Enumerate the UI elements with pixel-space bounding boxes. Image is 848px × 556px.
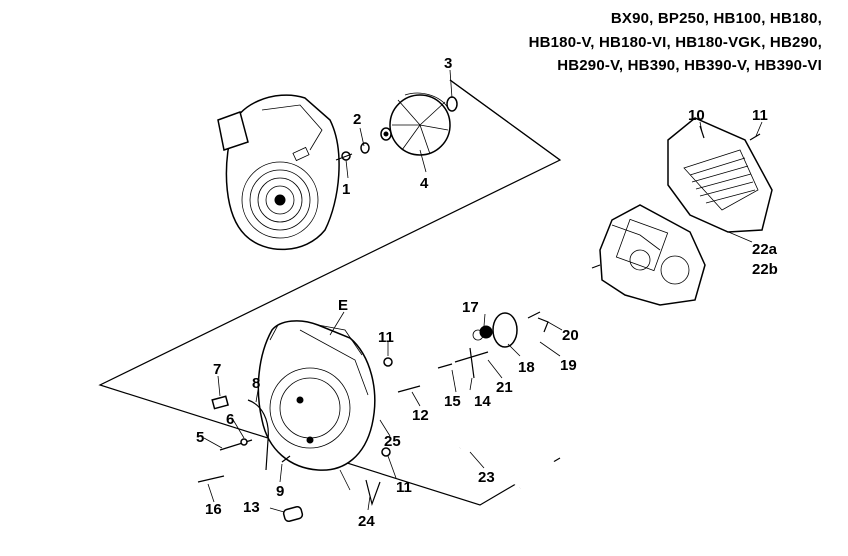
- callout-22a: 22a: [752, 241, 778, 258]
- fan-housing-cover: [257, 320, 376, 491]
- callout-19: 19: [560, 357, 577, 374]
- callout-10: 10: [688, 107, 705, 124]
- leader-lines: [203, 69, 763, 513]
- callout-2: 2: [353, 111, 361, 128]
- callout-E: E: [338, 297, 348, 314]
- callout-12: 12: [412, 407, 429, 424]
- callout-4: 4: [420, 175, 429, 192]
- callout-11-top: 11: [752, 107, 768, 124]
- callout-24: 24: [358, 513, 375, 530]
- callout-18: 18: [518, 359, 535, 376]
- model-list-line-3: HB290-V, HB390, HB390-V, HB390-VI: [557, 57, 822, 74]
- callout-3: 3: [444, 55, 452, 72]
- throttle-hardware: [197, 357, 421, 522]
- callout-15: 15: [444, 393, 461, 410]
- callout-17: 17: [462, 299, 479, 316]
- assembly-frame-lines: [98, 79, 562, 506]
- callout-labels: 1 2 3 4 5 6 7 8 9 10 11 11 11 12 13 14 1…: [196, 55, 778, 530]
- callout-22b: 22b: [752, 261, 778, 278]
- callout-25: 25: [384, 433, 401, 450]
- callout-16: 16: [205, 501, 222, 518]
- callout-13: 13: [243, 499, 260, 516]
- callout-1: 1: [342, 181, 350, 198]
- impeller-fan: [380, 92, 458, 156]
- callout-9: 9: [276, 483, 284, 500]
- model-list-line-1: BX90, BP250, HB100, HB180,: [610, 10, 822, 27]
- engine-shroud: [667, 117, 773, 233]
- callout-14: 14: [474, 393, 491, 410]
- washer-bolt: [335, 142, 370, 161]
- callout-5: 5: [196, 429, 204, 446]
- callout-20: 20: [562, 327, 579, 344]
- callout-21: 21: [496, 379, 513, 396]
- blower-housing: [217, 94, 340, 251]
- callout-7: 7: [213, 361, 221, 378]
- callout-6: 6: [226, 411, 234, 428]
- callout-11-mid: 11: [378, 329, 394, 346]
- callout-11-bottom: 11: [396, 479, 412, 496]
- fuel-fitting: [437, 347, 489, 379]
- callout-23: 23: [478, 469, 495, 486]
- handle-tube: [459, 426, 563, 490]
- engine-block: [591, 204, 706, 306]
- callout-8: 8: [252, 375, 260, 392]
- model-list-line-2: HB180-V, HB180-VI, HB180-VGK, HB290,: [528, 34, 822, 51]
- starter-pulley: [472, 311, 549, 348]
